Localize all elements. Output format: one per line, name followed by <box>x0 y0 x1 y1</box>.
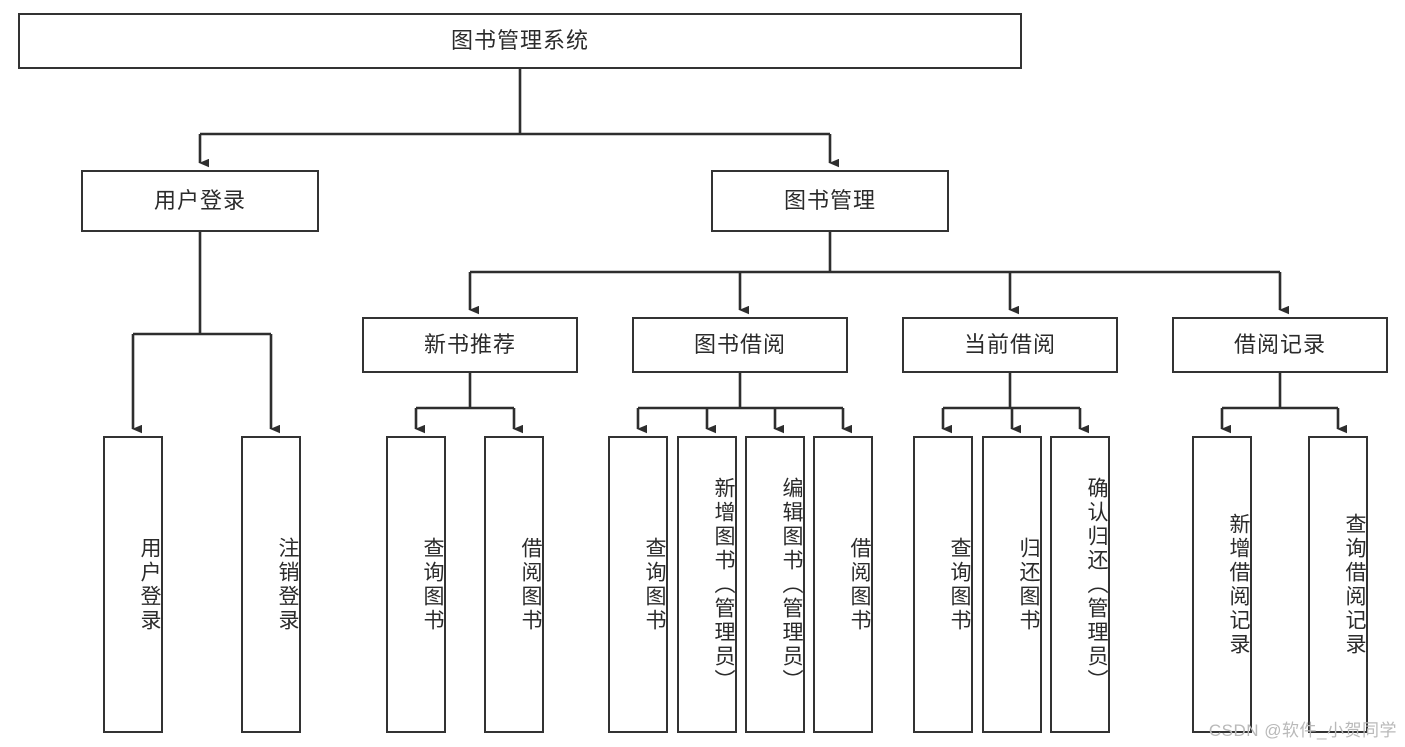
node-leaf-add-record[interactable]: 新增借阅记录 <box>1192 436 1252 733</box>
node-leaf-user-login[interactable]: 用户登录 <box>103 436 163 733</box>
node-leaf-confirm-return[interactable]: 确认归还（管理员） <box>1050 436 1110 733</box>
node-leaf-return-book-label: 归还图书 <box>1017 536 1040 633</box>
node-leaf-return-book[interactable]: 归还图书 <box>982 436 1042 733</box>
node-new-book-rec-label: 新书推荐 <box>423 332 516 358</box>
node-leaf-query-record[interactable]: 查询借阅记录 <box>1308 436 1368 733</box>
csdn-watermark: CSDN @软件_小贺同学 <box>1208 721 1397 740</box>
node-user-login[interactable]: 用户登录 <box>81 170 319 232</box>
node-book-borrow[interactable]: 图书借阅 <box>632 317 848 373</box>
node-leaf-add-book-label: 新增图书（管理员） <box>712 476 735 693</box>
node-leaf-user-logout-label: 注销登录 <box>276 536 299 633</box>
node-leaf-query-book-1[interactable]: 查询图书 <box>386 436 446 733</box>
node-book-manage[interactable]: 图书管理 <box>711 170 949 232</box>
node-leaf-query-book-2[interactable]: 查询图书 <box>608 436 668 733</box>
node-current-borrow-label: 当前借阅 <box>963 332 1056 358</box>
node-leaf-user-login-label: 用户登录 <box>138 536 161 633</box>
node-book-borrow-label: 图书借阅 <box>693 332 786 358</box>
node-leaf-edit-book[interactable]: 编辑图书（管理员） <box>745 436 805 733</box>
node-root[interactable]: 图书管理系统 <box>18 13 1022 69</box>
node-leaf-edit-book-label: 编辑图书（管理员） <box>780 476 803 693</box>
node-leaf-query-book-3[interactable]: 查询图书 <box>913 436 973 733</box>
node-leaf-query-book-2-label: 查询图书 <box>643 536 666 633</box>
node-leaf-add-book[interactable]: 新增图书（管理员） <box>677 436 737 733</box>
node-leaf-user-logout[interactable]: 注销登录 <box>241 436 301 733</box>
node-leaf-confirm-return-label: 确认归还（管理员） <box>1085 476 1108 693</box>
node-root-label: 图书管理系统 <box>450 28 589 54</box>
node-leaf-query-record-label: 查询借阅记录 <box>1343 512 1366 657</box>
node-book-manage-label: 图书管理 <box>783 188 876 214</box>
node-new-book-rec[interactable]: 新书推荐 <box>362 317 578 373</box>
node-leaf-add-record-label: 新增借阅记录 <box>1227 512 1250 657</box>
node-borrow-record-label: 借阅记录 <box>1233 332 1326 358</box>
node-borrow-record[interactable]: 借阅记录 <box>1172 317 1388 373</box>
node-leaf-query-book-1-label: 查询图书 <box>421 536 444 633</box>
node-user-login-label: 用户登录 <box>153 188 246 214</box>
node-leaf-borrow-book-2[interactable]: 借阅图书 <box>813 436 873 733</box>
node-leaf-borrow-book-1[interactable]: 借阅图书 <box>484 436 544 733</box>
node-leaf-query-book-3-label: 查询图书 <box>948 536 971 633</box>
node-current-borrow[interactable]: 当前借阅 <box>902 317 1118 373</box>
node-leaf-borrow-book-1-label: 借阅图书 <box>519 536 542 633</box>
node-leaf-borrow-book-2-label: 借阅图书 <box>848 536 871 633</box>
